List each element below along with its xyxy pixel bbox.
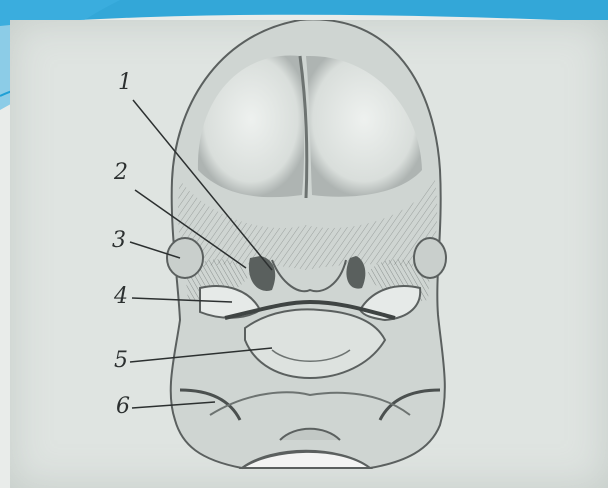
label-1: 1: [118, 72, 132, 94]
anatomy-photo: 1 2 3 4 5 6: [10, 20, 608, 488]
label-4: 4: [114, 286, 128, 308]
label-6: 6: [116, 396, 130, 418]
label-3: 3: [112, 230, 126, 252]
embryo-face-drawing: [10, 20, 608, 488]
label-5: 5: [114, 350, 128, 372]
label-2: 2: [114, 162, 128, 184]
eye-right: [414, 238, 446, 278]
eye-left: [167, 238, 203, 278]
